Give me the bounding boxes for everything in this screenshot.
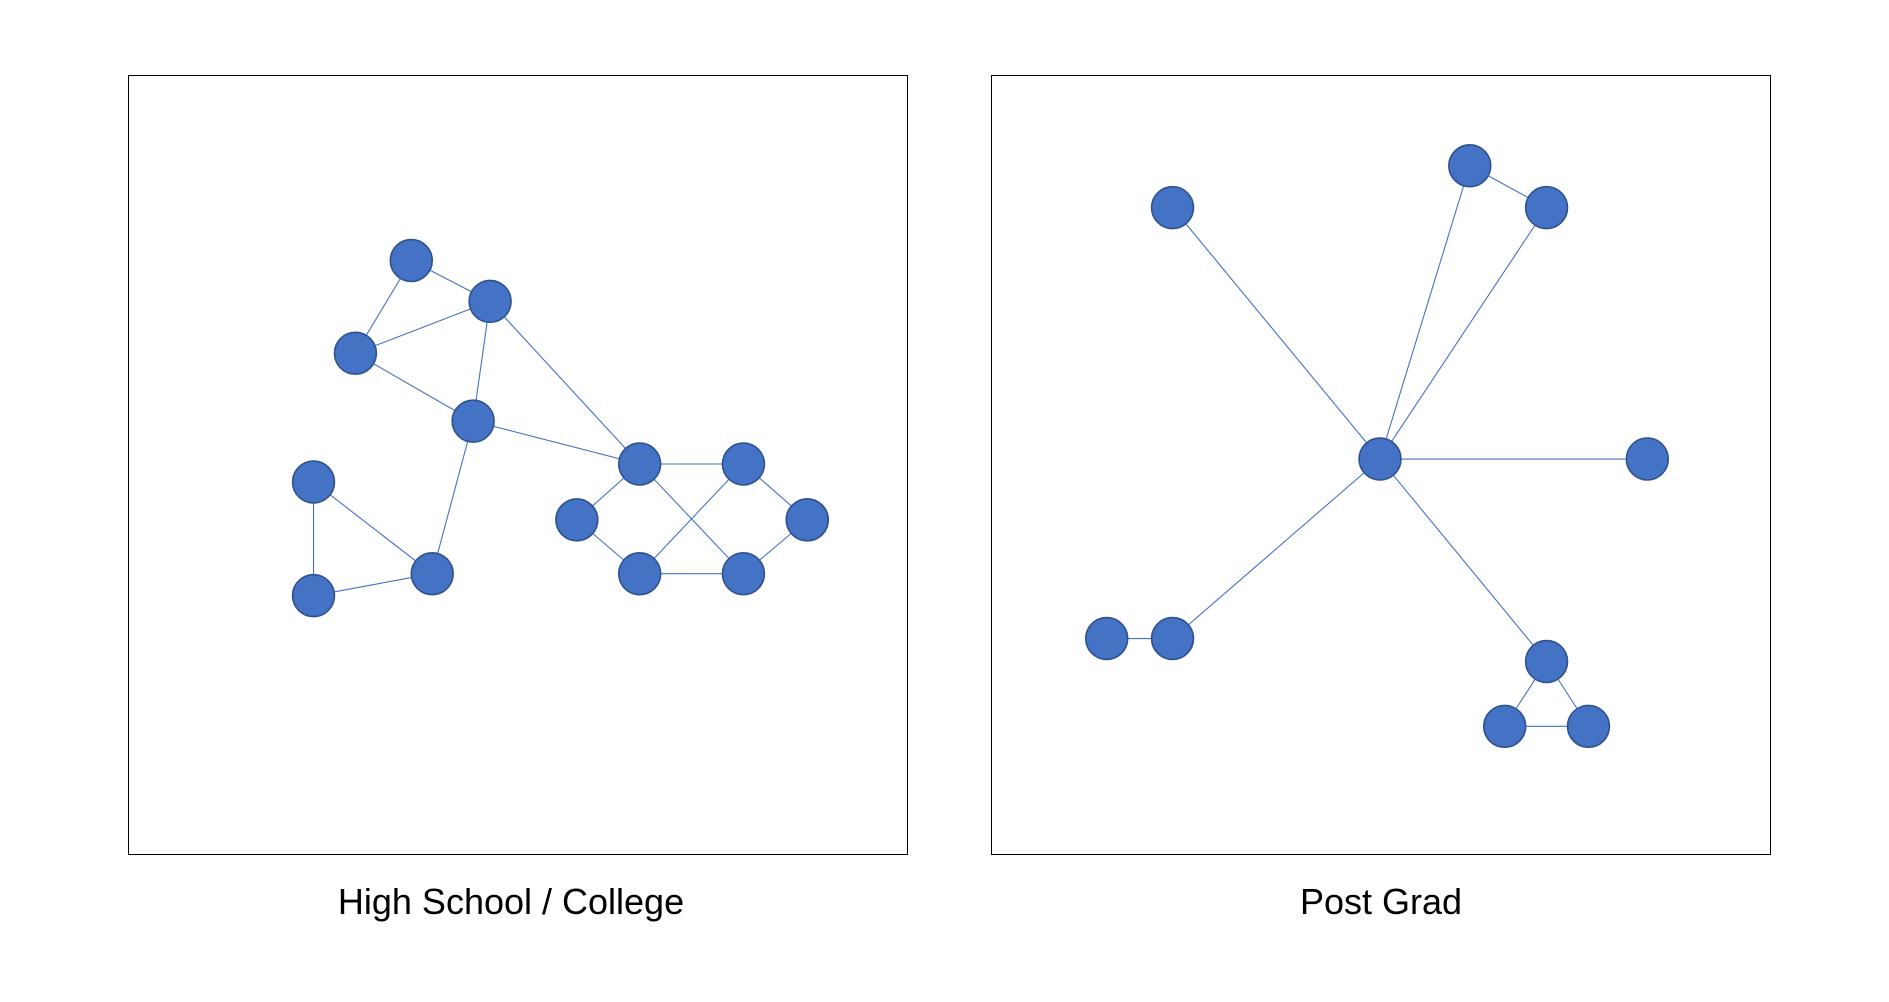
hs-node-m: [721, 551, 766, 596]
pg-node-p8: [1482, 704, 1527, 749]
network-graph-post-grad: [1084, 144, 1670, 749]
pg-node-p3: [1524, 185, 1569, 230]
pg-edge-center-p1: [1172, 207, 1381, 460]
pg-edge-center-p7: [1379, 458, 1547, 662]
hs-node-l: [617, 551, 662, 596]
pg-node-p7: [1524, 639, 1569, 684]
network-graph-high-school-college: [291, 238, 830, 618]
hs-node-a: [389, 238, 434, 283]
hs-node-f: [291, 573, 336, 618]
hs-edge-b-c: [355, 300, 491, 354]
pg-node-p9: [1566, 704, 1611, 749]
caption-high-school-college: High School / College: [337, 881, 685, 922]
caption-post-grad: Post Grad: [1299, 881, 1463, 922]
pg-node-p2: [1448, 144, 1492, 188]
hs-edge-d-h: [472, 420, 640, 465]
hs-edge-c-d: [355, 352, 474, 422]
hs-node-j: [555, 498, 599, 542]
pg-node-p5: [1150, 616, 1195, 661]
hs-node-n: [785, 498, 830, 542]
pg-node-p6: [1084, 616, 1129, 661]
hs-edge-e-g: [313, 481, 433, 575]
hs-node-i: [721, 442, 766, 486]
pg-edge-center-p2: [1379, 165, 1471, 460]
hs-edge-d-g: [431, 420, 474, 574]
diagram-panel-high-school-college: [128, 75, 908, 855]
pg-node-center: [1358, 437, 1402, 481]
pg-edge-center-p5: [1172, 458, 1381, 639]
pg-node-p1: [1150, 185, 1195, 230]
hs-node-e: [291, 460, 336, 504]
hs-node-g: [410, 551, 454, 596]
pg-edge-center-p3: [1379, 207, 1548, 460]
hs-edge-i-l: [639, 463, 744, 575]
hs-node-h: [617, 442, 662, 486]
hs-node-b: [468, 279, 512, 324]
hs-node-c: [333, 331, 378, 376]
hs-node-d: [451, 399, 495, 443]
diagram-panel-post-grad: [991, 75, 1771, 855]
hs-edge-b-h: [489, 301, 641, 465]
pg-node-p4: [1625, 437, 1670, 481]
